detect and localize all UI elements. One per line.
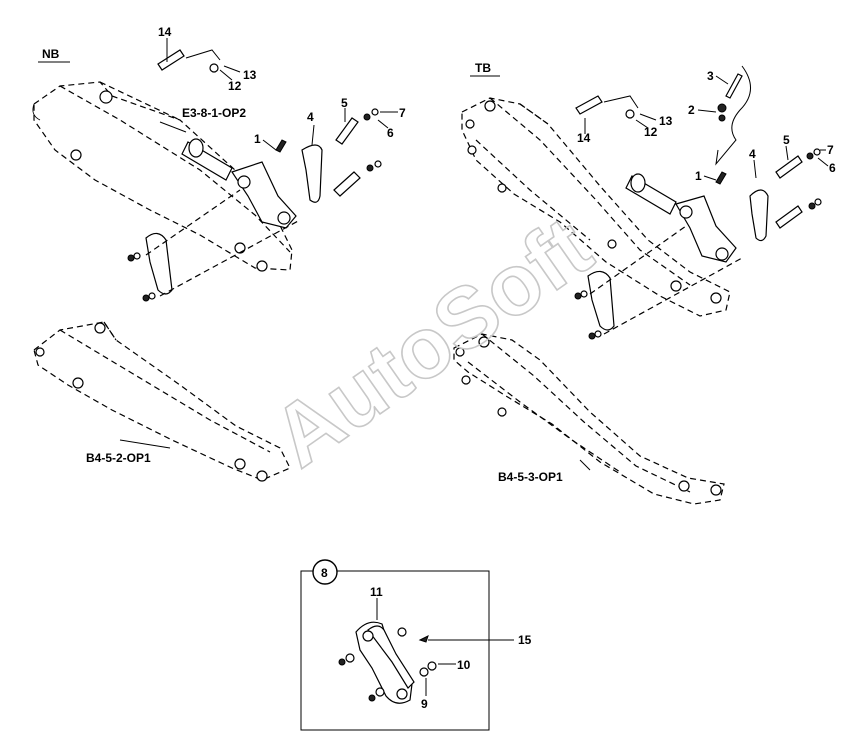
nb-pin-14: [157, 49, 185, 71]
detail-badge: [312, 559, 338, 585]
tb-section-label: TB: [475, 61, 491, 75]
nb-callout-14: 14: [158, 25, 172, 39]
tb-side-link-lower: [587, 270, 615, 331]
detail-link-part: [355, 621, 413, 704]
detail-callout-9: 9: [421, 697, 428, 711]
tb-callout-14: 14: [577, 131, 591, 145]
tb-callout-3: 3: [707, 69, 714, 83]
tb-top-assembly: [461, 65, 829, 340]
tb-callout-13: 13: [659, 114, 673, 128]
tb-break-line: [715, 65, 751, 166]
tb-callout-12: 12: [644, 125, 658, 139]
tb-pin-14: [575, 95, 603, 115]
tb-callout-1: 1: [695, 169, 702, 183]
tb-pin-lower: [775, 205, 803, 229]
nb-ref-top: E3-8-1-OP2: [182, 106, 246, 120]
nb-section-label: NB: [42, 47, 60, 61]
nb-bottom-boom-outline: [33, 321, 291, 481]
nb-callout-7: 7: [399, 106, 406, 120]
tb-pin-5: [775, 155, 803, 179]
tb-bolt-3: [725, 73, 743, 99]
watermark-text: AutoSoft: [256, 199, 608, 486]
detail-badge-number: 8: [321, 566, 328, 580]
nb-callout-4: 4: [307, 110, 314, 124]
tb-callout-5: 5: [783, 133, 790, 147]
tb-ref-bottom: B4-5-3-OP1: [498, 470, 563, 484]
nb-side-link-lower: [145, 232, 173, 295]
tb-side-link-4: [749, 189, 769, 242]
detail-frame: [300, 570, 490, 731]
tb-callout-2: 2: [688, 103, 695, 117]
nb-side-link-4: [301, 144, 323, 203]
tb-callout-7: 7: [827, 143, 834, 157]
nb-callout-12: 12: [228, 79, 242, 93]
detail-callout-15: 15: [518, 633, 532, 647]
detail-callout-10: 10: [457, 658, 471, 672]
nb-bottom-boom: [33, 321, 291, 482]
nb-callout-5: 5: [341, 96, 348, 110]
tb-bottom-boom-outline: [453, 333, 725, 505]
nb-callout-1: 1: [254, 132, 261, 146]
detail-box: 8: [300, 559, 514, 731]
nb-top-boom-outline: [33, 81, 293, 271]
tb-callout-6: 6: [829, 161, 836, 175]
nb-pin-5: [335, 117, 359, 145]
tb-callout-4: 4: [749, 147, 756, 161]
nb-top-assembly: [32, 38, 398, 302]
nb-pin-lower: [333, 171, 361, 197]
nb-ref-bottom: B4-5-2-OP1: [86, 451, 151, 465]
nb-callout-13: 13: [243, 68, 257, 82]
detail-callout-11: 11: [370, 585, 383, 599]
nb-callout-6: 6: [387, 126, 394, 140]
tb-bottom-boom: [453, 333, 725, 505]
